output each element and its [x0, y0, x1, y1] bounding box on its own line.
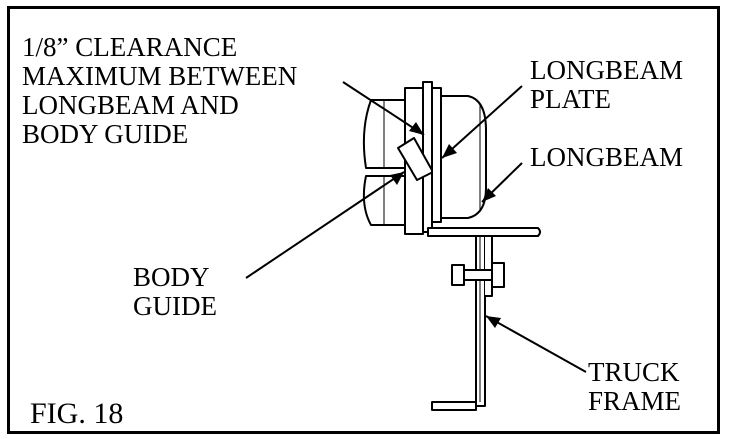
clearance-label-line-4: BODY GUIDE	[22, 119, 189, 149]
body-guide-label-line-2: GUIDE	[133, 291, 217, 321]
longbeam-plate	[431, 87, 442, 223]
figure-title: FIG. 18	[30, 397, 124, 430]
frame-flange	[427, 227, 541, 237]
truck-frame-label-line-1: TRUCK	[588, 357, 680, 387]
figure-frame	[7, 6, 720, 434]
clearance-label: 1/8” CLEARANCE MAXIMUM BETWEEN LONGBEAM …	[22, 33, 297, 149]
longbeam-plate-label-line-1: LONGBEAM	[530, 55, 683, 85]
clearance-arrowhead	[409, 122, 424, 135]
clearance-label-line-1: 1/8” CLEARANCE	[22, 32, 238, 62]
clearance-label-line-2: MAXIMUM BETWEEN	[22, 61, 298, 91]
longbeam-label: LONGBEAM	[530, 143, 683, 172]
truck-frame-arrowhead	[486, 316, 501, 328]
mount-bracket	[485, 235, 493, 297]
clearance-label-line-3: LONGBEAM AND	[22, 90, 239, 120]
body-guide-label: BODY GUIDE	[133, 263, 217, 321]
truck-frame-label-line-2: FRAME	[588, 386, 682, 416]
body-guide-label-line-1: BODY	[133, 262, 210, 292]
longbeam	[440, 95, 487, 219]
body-guide-leader	[245, 171, 405, 279]
body-guide-arrowhead	[390, 172, 404, 185]
longbeam-plate-label-line-2: PLATE	[530, 84, 611, 114]
bolt-head	[451, 264, 465, 286]
longbeam-arrowhead	[482, 188, 496, 202]
longbeam-label-line-1: LONGBEAM	[530, 142, 683, 172]
longbeam-plate-leader	[441, 85, 523, 159]
longbeam-plate-arrowhead	[442, 144, 457, 158]
truck-frame-foot	[431, 401, 477, 411]
longbeam-plate-label: LONGBEAM PLATE	[530, 56, 683, 114]
nut	[491, 262, 505, 288]
clearance-leader	[342, 81, 425, 136]
truck-frame-leader	[485, 315, 587, 373]
truck-frame-label: TRUCK FRAME	[588, 358, 681, 416]
